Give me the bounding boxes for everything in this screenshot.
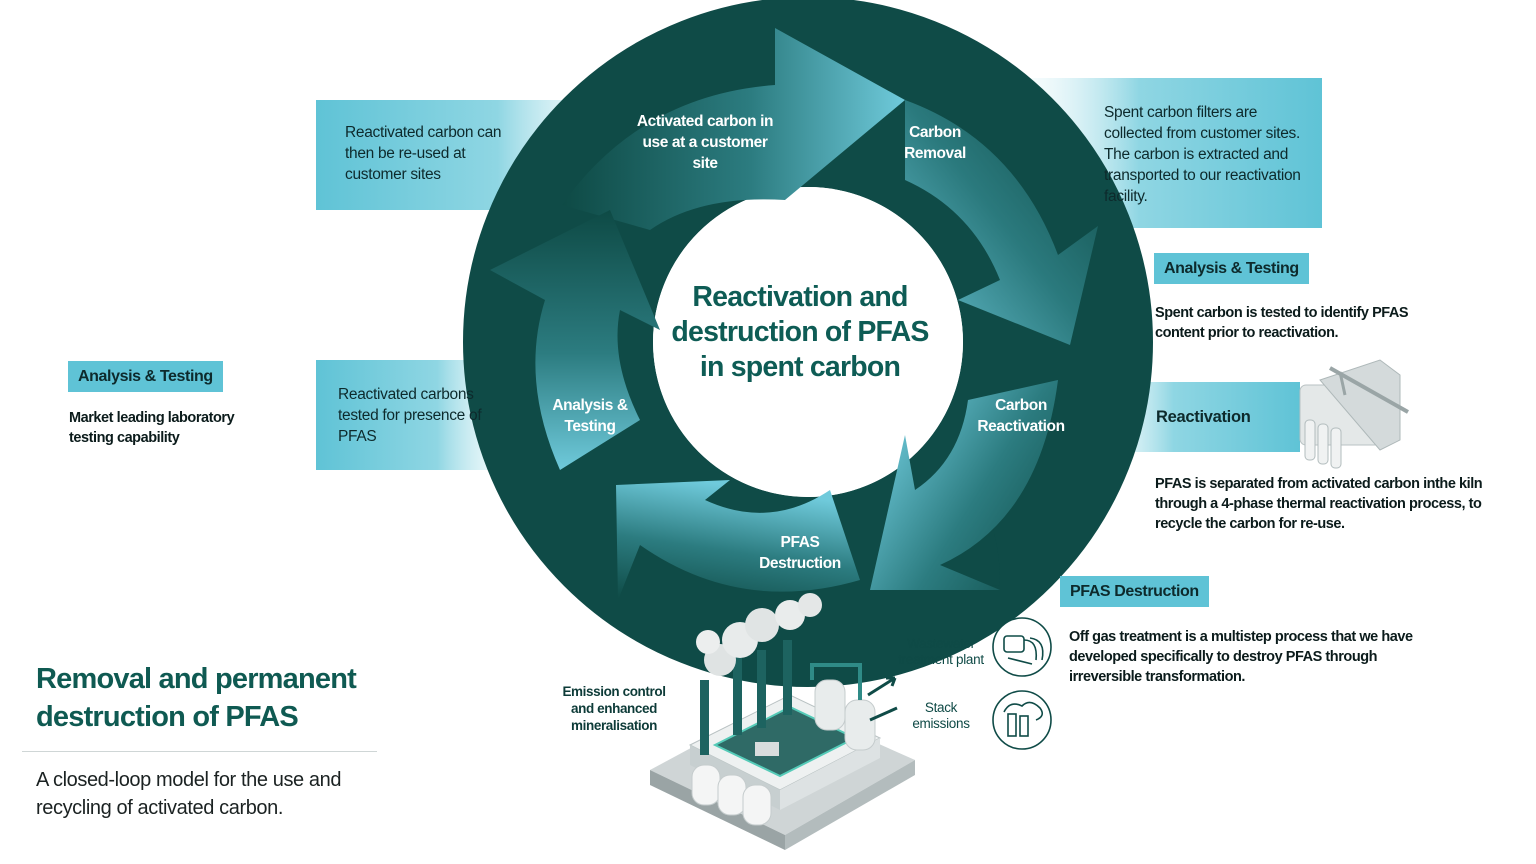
pfas-destruction-tag: PFAS Destruction [1060, 576, 1209, 607]
arrow-reactivation-down [870, 380, 1058, 590]
analysis-testing-text-right: Spent carbon is tested to identify PFAS … [1155, 305, 1409, 341]
arrow-activated-to-removal [562, 28, 905, 230]
cycle-step-removal: Carbon Removal [904, 124, 966, 162]
title-divider [22, 751, 377, 752]
band-top-left-text: Reactivated carbon can then be re-used a… [345, 124, 502, 183]
analysis-testing-tag-left: Analysis & Testing [68, 361, 223, 392]
cycle-step-analysis: Analysis & Testing [552, 397, 628, 435]
arrow-removal-to-reactivation [905, 100, 1098, 345]
wastewater-label: Wastewater treatment plant [898, 636, 984, 667]
factory-smoke-icon [992, 690, 1052, 750]
wastewater-outflow-icon [992, 617, 1052, 677]
kiln-illustration [1299, 359, 1409, 469]
cycle-center-title: Reactivation and destruction of PFAS in … [671, 281, 929, 383]
cycle-arrows [490, 28, 1098, 600]
reactivation-band-label: Reactivation [1156, 408, 1251, 426]
emission-control-label: Emission control and enhanced mineralisa… [562, 684, 666, 733]
cycle-step-reactivation: Carbon Reactivation [977, 397, 1065, 435]
analysis-testing-tag-right: Analysis & Testing [1154, 253, 1309, 284]
page-title: Removal and permanent destruction of PFA… [36, 663, 357, 733]
pfas-destruction-text: Off gas treatment is a multistep process… [1069, 629, 1413, 685]
cycle-step-destruction: PFAS Destruction [759, 534, 841, 572]
band-top-right-text: Spent carbon filters are collected from … [1104, 104, 1301, 205]
stack-emissions-label: Stack emissions [912, 700, 970, 731]
arrow-analysis-to-activated [490, 210, 660, 470]
band-mid-left-text: Reactivated carbons tested for presence … [338, 386, 482, 445]
reactivation-text: PFAS is separated from activated carbon … [1155, 476, 1483, 532]
analysis-testing-text-left: Market leading laboratory testing capabi… [69, 410, 235, 446]
arrow-destruction-to-analysis [616, 480, 860, 600]
cycle-step-activated: Activated carbon in use at a customer si… [636, 113, 774, 172]
factory-illustration [650, 593, 915, 850]
page-subtitle: A closed-loop model for the use and recy… [36, 769, 342, 819]
